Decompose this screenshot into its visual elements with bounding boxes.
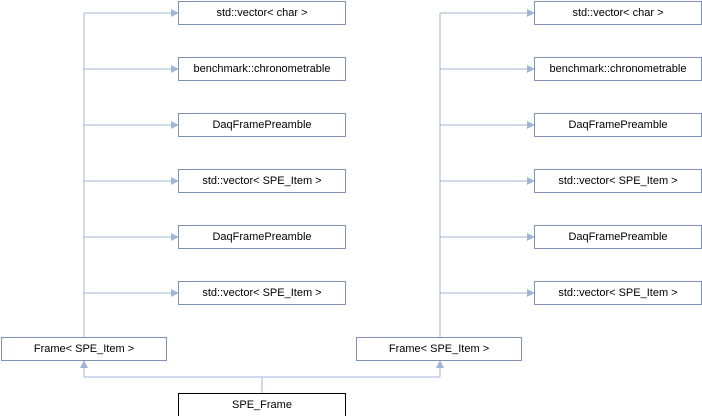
left-base-daq-frame-preamble-1[interactable]: DaqFramePreamble xyxy=(178,113,346,137)
focus-class-spe-frame: SPE_Frame xyxy=(178,393,346,416)
right-base-vector-spe-item-1[interactable]: std::vector< SPE_Item > xyxy=(534,169,702,193)
left-base-vector-char[interactable]: std::vector< char > xyxy=(178,1,346,25)
left-parent-frame-spe-item[interactable]: Frame< SPE_Item > xyxy=(1,337,167,361)
right-base-vector-char[interactable]: std::vector< char > xyxy=(534,1,702,25)
right-base-daq-frame-preamble-1[interactable]: DaqFramePreamble xyxy=(534,113,702,137)
left-base-vector-spe-item-2[interactable]: std::vector< SPE_Item > xyxy=(178,281,346,305)
left-base-chronometrable[interactable]: benchmark::chronometrable xyxy=(178,57,346,81)
right-base-chronometrable[interactable]: benchmark::chronometrable xyxy=(534,57,702,81)
right-base-daq-frame-preamble-2[interactable]: DaqFramePreamble xyxy=(534,225,702,249)
right-base-vector-spe-item-2[interactable]: std::vector< SPE_Item > xyxy=(534,281,702,305)
left-base-daq-frame-preamble-2[interactable]: DaqFramePreamble xyxy=(178,225,346,249)
left-base-vector-spe-item-1[interactable]: std::vector< SPE_Item > xyxy=(178,169,346,193)
right-parent-frame-spe-item[interactable]: Frame< SPE_Item > xyxy=(356,337,522,361)
